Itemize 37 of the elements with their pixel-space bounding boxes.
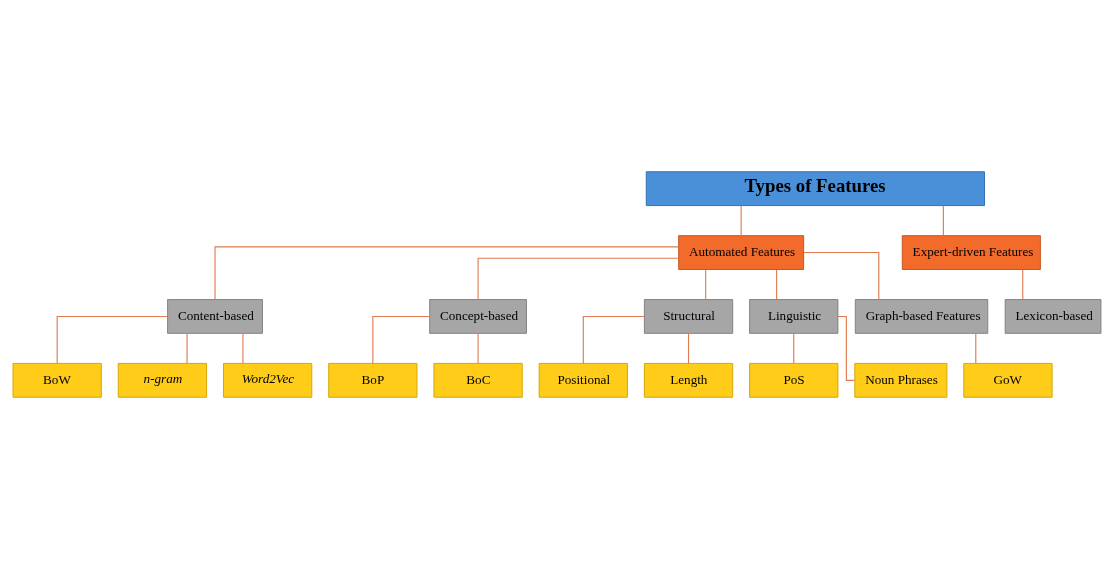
connector [740,205,742,236]
connector [582,315,645,364]
node-box: PoS [749,362,839,398]
connector [477,257,680,300]
node-box: Automated Features [678,235,805,270]
connector [793,333,795,364]
connector [837,315,855,381]
node-box: Concept-based [429,299,527,334]
node-box: Graph-based Features [854,299,989,334]
node-box: Length [643,362,734,398]
connector [942,205,944,236]
node-box: Word2Vec [223,362,313,398]
connector [1022,269,1024,300]
node-box: GoW [963,362,1053,398]
connector [242,333,244,364]
node-box: Content-based [167,299,263,334]
node-box: Noun Phrases [854,362,948,398]
connector [372,315,431,364]
node-box: Linguistic [749,299,839,334]
connector [186,333,188,364]
node-box: Types of Features [645,171,985,207]
node-box: Lexicon-based [1004,299,1102,334]
node-box: Structural [643,299,734,334]
connector [687,333,690,364]
node-box: BoW [12,362,102,398]
connector [56,315,168,364]
connector [975,333,977,364]
connector [705,269,707,300]
connector [776,269,778,300]
node-box: BoC [433,362,523,398]
connector [803,252,880,300]
node-box: Positional [538,362,628,398]
node-box: BoP [328,362,418,398]
node-box: n-gram [117,362,208,398]
node-box: Expert-driven Features [901,235,1041,270]
connector [477,333,479,364]
connector [214,246,680,300]
